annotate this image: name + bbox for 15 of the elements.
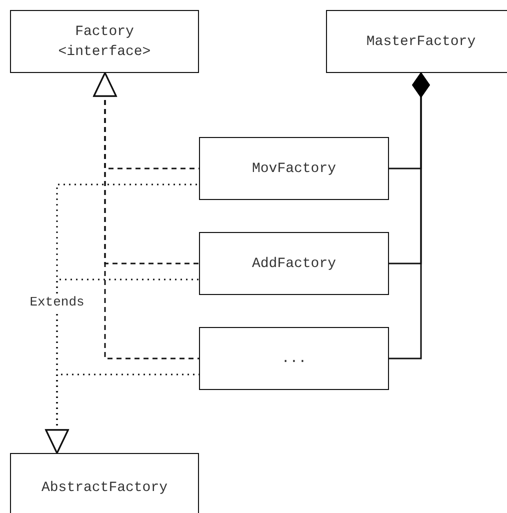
composition-connector bbox=[389, 72, 430, 360]
edge-label: Extends bbox=[30, 293, 84, 310]
class-name: MasterFactory bbox=[366, 32, 476, 52]
class-name: AbstractFactory bbox=[41, 479, 168, 498]
class-name: MovFactory bbox=[252, 160, 336, 178]
class-box bbox=[199, 327, 389, 390]
class-name: AddFactory bbox=[252, 254, 336, 274]
class-name: Factory <interface> bbox=[57, 22, 152, 62]
class-box bbox=[10, 453, 199, 513]
class-box bbox=[199, 137, 389, 200]
class-box bbox=[326, 10, 507, 73]
interface-box bbox=[10, 10, 199, 73]
class-box bbox=[199, 232, 389, 295]
connector-arrow bbox=[93, 72, 199, 360]
class-name: ... bbox=[281, 350, 307, 368]
